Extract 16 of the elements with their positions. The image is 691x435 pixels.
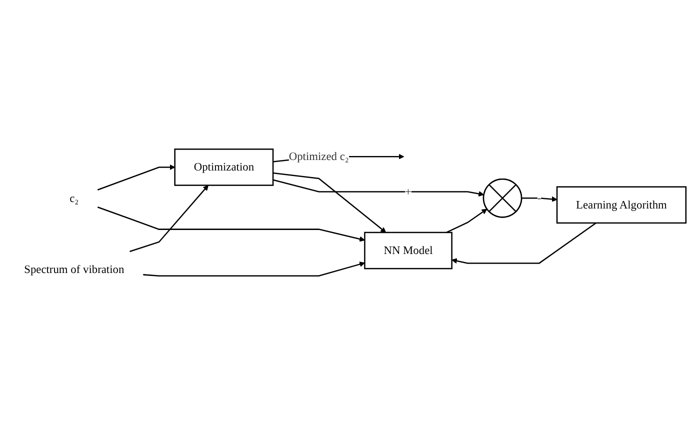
arrow	[143, 261, 365, 276]
arrow	[97, 206, 365, 242]
arrow	[130, 184, 208, 252]
node-text: Spectrum of vibration	[24, 262, 124, 276]
node-box: Learning Algorithm	[556, 186, 687, 224]
arrow	[446, 208, 488, 233]
arrow	[97, 164, 176, 190]
arrow	[272, 172, 386, 232]
arrow	[452, 222, 596, 264]
arrow	[522, 196, 558, 202]
edge-label: -	[537, 191, 542, 204]
edge-label: Optimized c₂	[288, 150, 349, 162]
edge-label: +	[405, 184, 412, 198]
node-box: Optimization	[174, 148, 274, 186]
node-text: c₂	[70, 192, 79, 204]
node-box: NN Model	[364, 232, 452, 269]
